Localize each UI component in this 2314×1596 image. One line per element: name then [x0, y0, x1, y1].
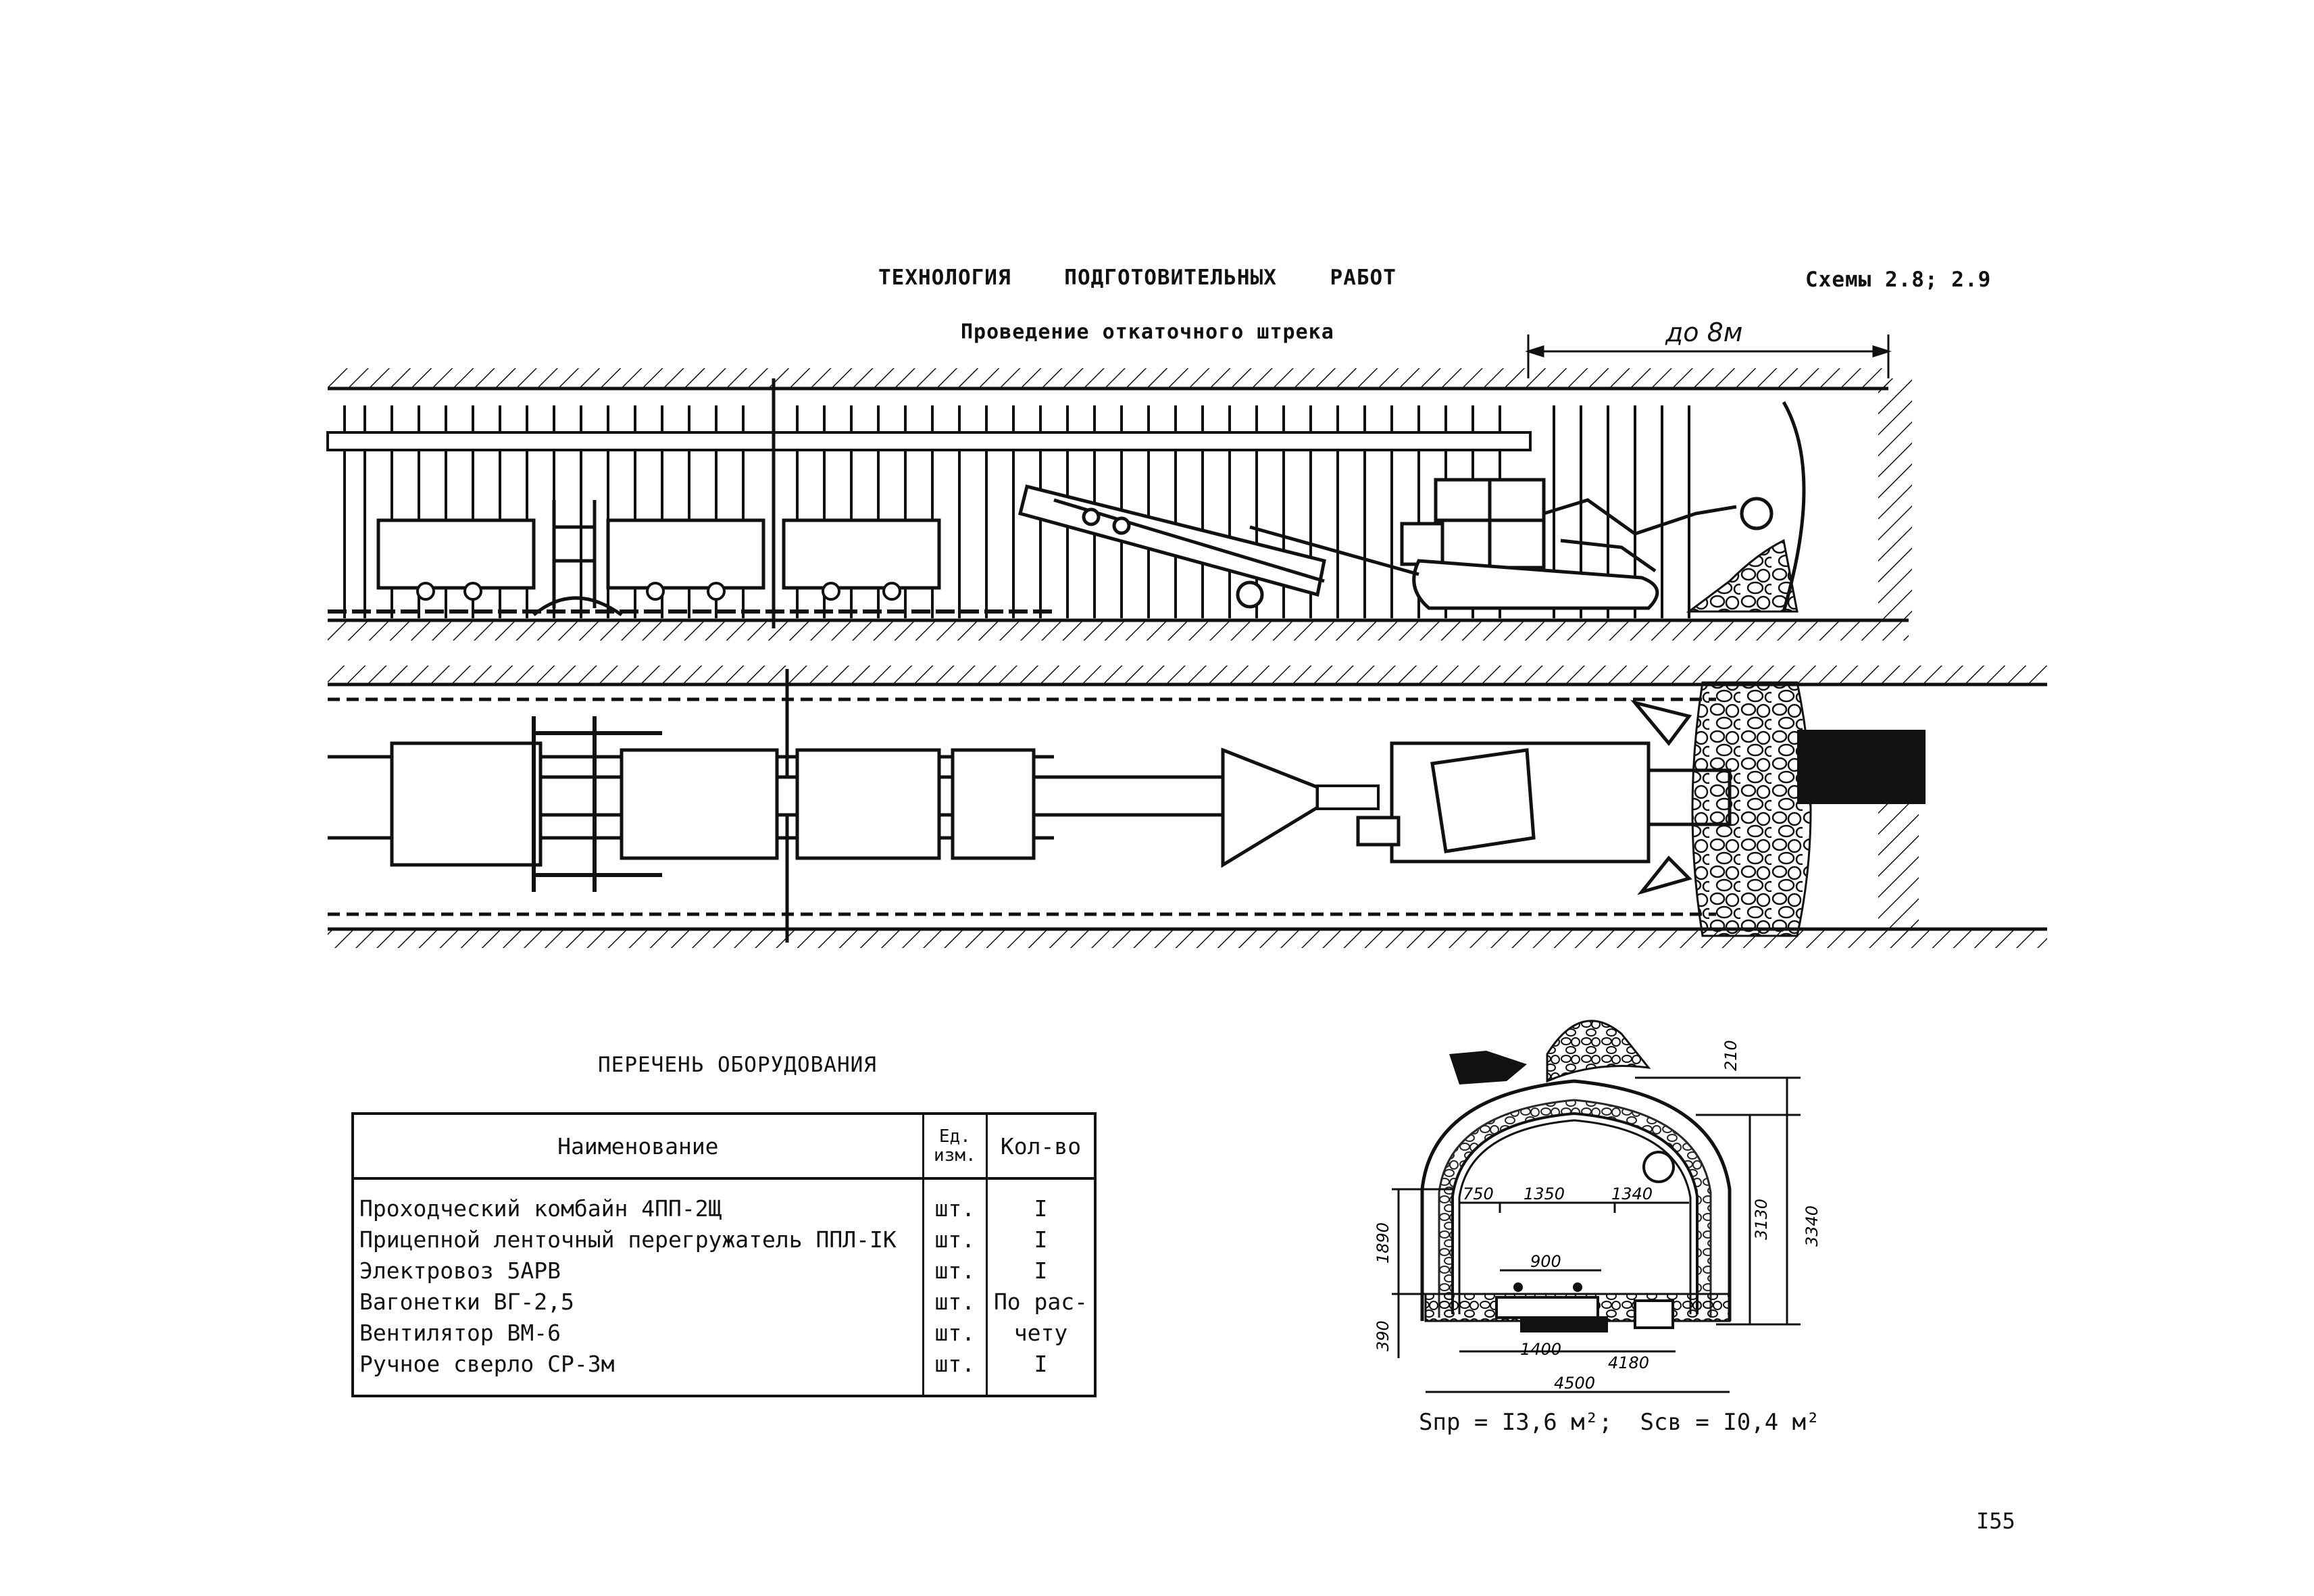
table-row-unit: шт.	[934, 1351, 976, 1377]
side-view	[326, 368, 1912, 641]
table-row-unit: шт.	[934, 1320, 976, 1346]
table-row-name: Электровоз 5АРВ	[359, 1257, 561, 1284]
length-dimension	[1525, 334, 1892, 378]
equipment-table-body: Проходческий комбайн 4ПП-2Щ Прицепной ле…	[353, 1178, 1095, 1396]
drawing-caption: Проведение откаточного штрека	[961, 320, 1334, 344]
scheme-reference: Схемы 2.8; 2.9	[1805, 268, 1992, 292]
header-unit-line1: Ед.	[938, 1126, 971, 1147]
units-cell: шт. шт. шт. шт. шт. шт.	[922, 1178, 987, 1396]
table-row-name: Проходческий комбайн 4ПП-2Щ	[359, 1195, 722, 1222]
table-row-unit: шт.	[934, 1226, 976, 1253]
document-title: ТЕХНОЛОГИЯ ПОДГОТОВИТЕЛЬНЫХ РАБОТ	[878, 266, 1397, 290]
table-row-qty: I	[1034, 1257, 1048, 1284]
qty-cell: I I I По рас- чету I	[985, 1178, 1095, 1396]
equipment-table-header: Наименование Ед. изм. Кол-во	[353, 1114, 1095, 1180]
names-cell: Проходческий комбайн 4ПП-2Щ Прицепной ле…	[353, 1178, 923, 1396]
header-unit: Ед. изм.	[922, 1114, 987, 1180]
equipment-list-title: ПЕРЕЧЕНЬ ОБОРУДОВАНИЯ	[598, 1053, 877, 1077]
header-name: Наименование	[353, 1114, 924, 1180]
header-qty: Кол-во	[985, 1114, 1095, 1180]
table-row-unit: шт.	[934, 1195, 976, 1222]
table-row-qty: I	[1034, 1226, 1048, 1253]
table-row-name: Ручное сверло СР-3м	[359, 1351, 615, 1377]
length-dimension-label: до 8м	[1665, 318, 1743, 347]
header-unit-line2: изм.	[934, 1145, 976, 1166]
plan-view	[328, 666, 2047, 948]
table-row-unit: шт.	[934, 1289, 976, 1315]
area-formula: Sпр = I3,6 м²; Sсв = I0,4 м²	[1419, 1409, 1820, 1436]
table-row-qty: По рас-	[993, 1289, 1088, 1315]
table-row-qty: I	[1034, 1195, 1048, 1222]
table-row-name: Вентилятор ВМ-6	[359, 1320, 561, 1346]
table-row-name: Вагонетки ВГ-2,5	[359, 1289, 574, 1315]
table-row-qty: чету	[1013, 1320, 1068, 1346]
page-number: I55	[1976, 1508, 2015, 1534]
equipment-table: Наименование Ед. изм. Кол-во Проходчески…	[351, 1112, 1097, 1397]
table-row-unit: шт.	[934, 1257, 976, 1284]
table-row-qty: I	[1034, 1351, 1048, 1377]
table-row-name: Прицепной ленточный перегружатель ППЛ-IК	[359, 1226, 897, 1253]
